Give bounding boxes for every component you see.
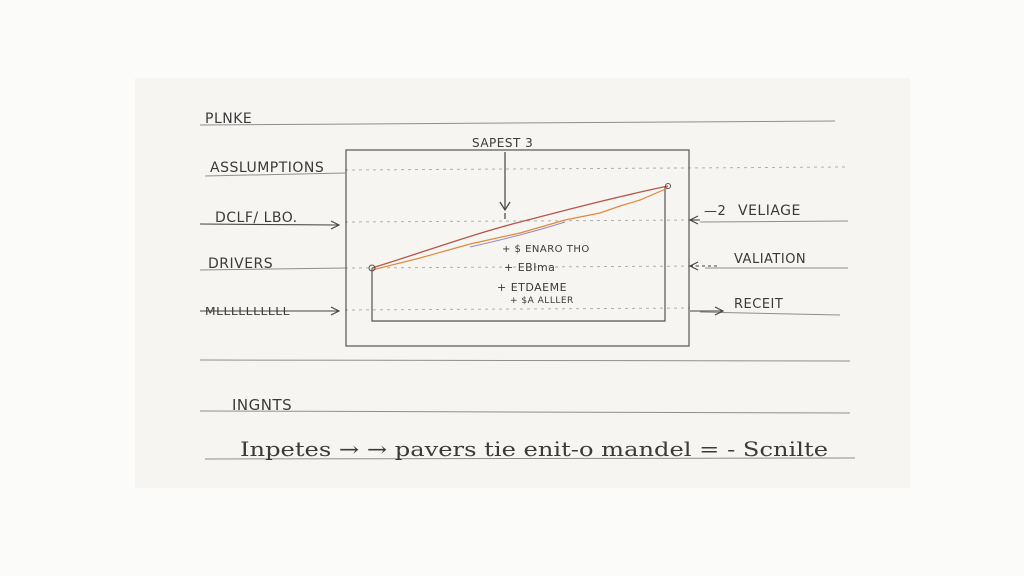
- box-note: + EBIma: [504, 261, 555, 274]
- arrow-right-icon: [330, 306, 341, 316]
- label-assumptions: ASSLUMPTIONS: [210, 160, 324, 176]
- output-arrows: [688, 215, 725, 316]
- trend-line-orange: [371, 187, 669, 271]
- label-dclf-lbo: DCLF/ LBO.: [215, 210, 298, 226]
- end-marker: [665, 183, 671, 189]
- label-plnke: PLNKE: [205, 111, 252, 127]
- box-note: + $A ALLLER: [510, 296, 574, 306]
- box-note: + $ ENARO THO: [502, 244, 590, 255]
- trend-line-violet: [469, 221, 566, 248]
- rule-line: [699, 311, 841, 316]
- down-arrow-icon: [499, 152, 511, 219]
- arrow-right-icon: [714, 306, 725, 316]
- trend-line-red: [371, 185, 669, 269]
- dashed-line: [344, 219, 691, 223]
- rule-line: [204, 457, 856, 460]
- arrow-right-icon: [330, 220, 341, 230]
- rule-line: [199, 267, 346, 271]
- arrow-left-icon: [688, 215, 699, 225]
- label-drivers: DRIVERS: [208, 256, 273, 272]
- arrow-left-icon: [688, 261, 699, 271]
- label-insights: INGNTS: [232, 396, 292, 414]
- ruled-lines: [199, 120, 856, 460]
- box-note: + ETDAEME: [497, 281, 567, 294]
- dashed-line: [344, 307, 691, 311]
- output-valuation: VALIATION: [734, 252, 806, 267]
- label-scribble: MLLLLLLLLLL: [205, 305, 290, 318]
- output-receit: RECEIT: [734, 297, 783, 312]
- output-veliage: VELIAGE: [738, 203, 801, 219]
- input-arrows: [199, 220, 341, 316]
- output-veliage-prefix: —2: [704, 204, 726, 219]
- paper-sheet: [135, 78, 910, 488]
- outer-box: [345, 149, 690, 347]
- rule-line: [204, 172, 346, 177]
- box-title: SAPEST 3: [472, 136, 533, 150]
- start-marker: [368, 264, 376, 272]
- formula-line: Inpetes → → pavers tie enit-o mandel = -…: [240, 437, 828, 461]
- rule-line: [199, 410, 851, 414]
- rule-line: [199, 120, 836, 126]
- dashed-guides: [344, 166, 846, 311]
- rule-line: [199, 359, 851, 362]
- rule-line: [699, 220, 849, 223]
- inner-frame: [371, 186, 666, 322]
